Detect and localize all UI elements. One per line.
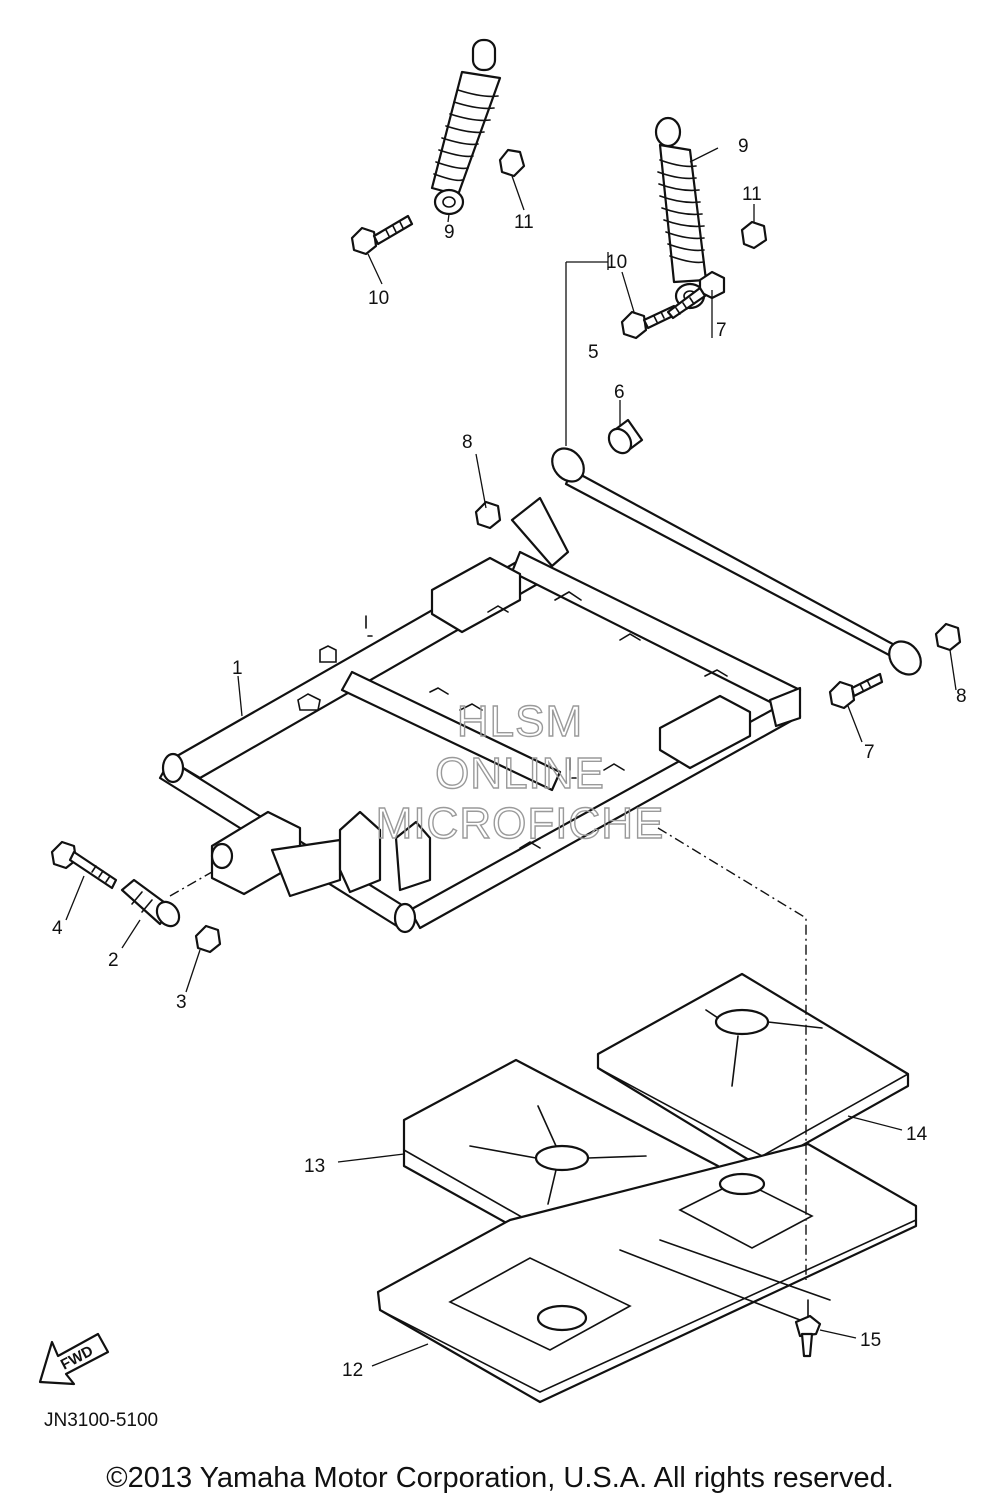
leader-lines: [65, 147, 957, 1367]
callout-5: 5: [588, 342, 599, 363]
bolt-7-right[interactable]: [828, 672, 884, 710]
callout-2: 2: [108, 950, 119, 971]
alignment-line-rivet: [657, 827, 807, 1280]
nut-11-left[interactable]: [498, 148, 526, 178]
callout-9-right: 9: [738, 136, 749, 157]
nut-3[interactable]: [194, 924, 222, 954]
bolt-7-upper[interactable]: [666, 270, 726, 320]
callout-6: 6: [614, 382, 625, 403]
callout-12: 12: [342, 1360, 363, 1381]
shock-absorber-left[interactable]: [430, 38, 502, 216]
callout-4: 4: [52, 918, 63, 939]
callout-10-right: 10: [606, 252, 627, 273]
callout-9-left: 9: [444, 222, 455, 243]
callout-13: 13: [304, 1156, 325, 1177]
bolt-10-left[interactable]: [350, 214, 414, 256]
callouts: 1 2 3 4 5 6 7 7 8 8 9 9 10 10 11 11 12 1…: [52, 136, 967, 1381]
watermark-line-2: ONLINE: [435, 749, 605, 798]
callout-8-right: 8: [956, 686, 967, 707]
callout-11-right: 11: [742, 184, 762, 205]
bushing-6[interactable]: [604, 418, 644, 457]
callout-7-right: 7: [864, 742, 875, 763]
forward-arrow-icon: FWD: [38, 1332, 110, 1386]
alignment-line-collar: [169, 871, 213, 897]
callout-15: 15: [860, 1330, 881, 1351]
frame-1[interactable]: [158, 496, 802, 934]
nut-8-right[interactable]: [934, 622, 962, 652]
nut-11-right[interactable]: [740, 220, 768, 250]
callout-1: 1: [232, 658, 243, 679]
watermark-line-3: MICROFICHE: [376, 799, 665, 848]
rod-assembly-5[interactable]: [546, 442, 928, 681]
watermark-line-1: HLSM: [457, 697, 583, 746]
callout-11-left: 11: [514, 212, 534, 233]
watermark: HLSM ONLINE MICROFICHE: [375, 696, 665, 848]
tray-12[interactable]: [376, 1142, 918, 1404]
collar-2[interactable]: [120, 878, 184, 930]
callout-7-upper: 7: [716, 320, 727, 341]
bolt-4[interactable]: [50, 840, 118, 890]
callout-14: 14: [906, 1124, 928, 1145]
rivet-15[interactable]: [794, 1299, 822, 1358]
callout-8-upper: 8: [462, 432, 473, 453]
diagram-code: JN3100-5100: [44, 1410, 158, 1431]
callout-10-left: 10: [368, 288, 389, 309]
nut-8-upper[interactable]: [474, 500, 502, 530]
shock-absorber-right[interactable]: [654, 116, 708, 310]
copyright-notice: ©2013 Yamaha Motor Corporation, U.S.A. A…: [106, 1462, 894, 1494]
callout-3: 3: [176, 992, 187, 1013]
